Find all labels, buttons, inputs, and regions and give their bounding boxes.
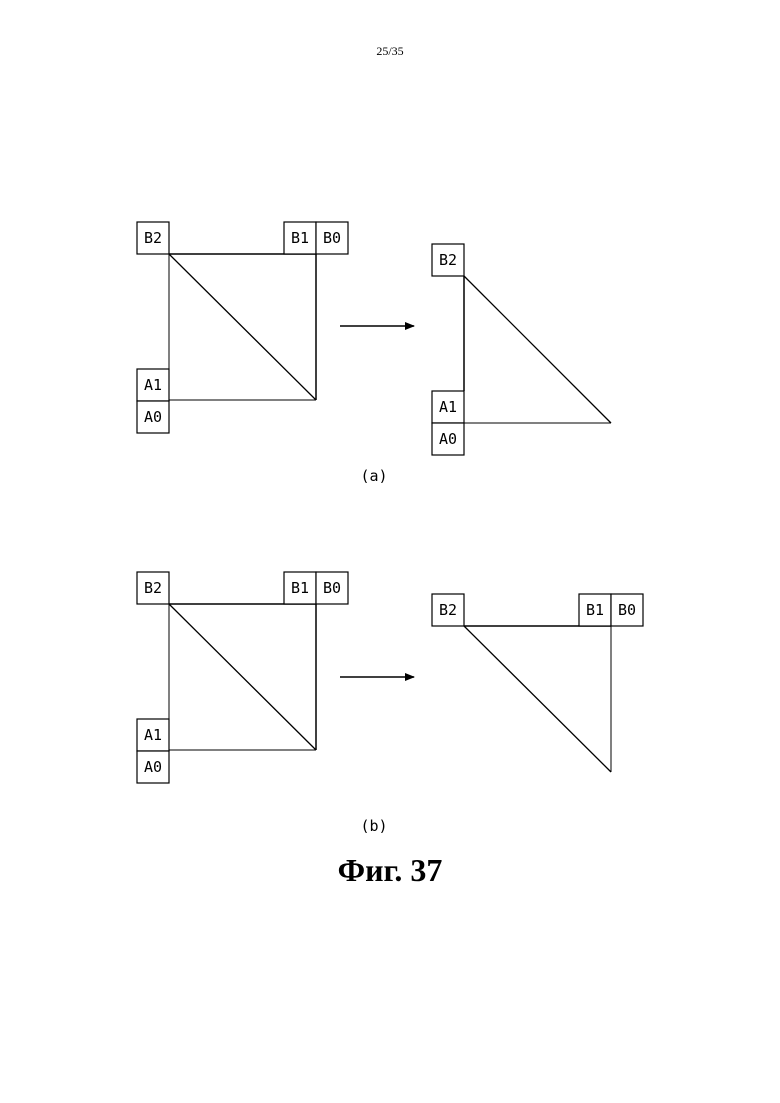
diagram-b-right: B2 B1 B0 [432, 594, 643, 772]
svg-text:B1: B1 [291, 579, 309, 597]
svg-text:A0: A0 [144, 758, 162, 776]
block-b2: B2 [432, 594, 464, 626]
caption-a: (a) [360, 467, 387, 485]
diagram-a-right: B2 A1 A0 [432, 244, 611, 455]
diagram-a-left: B2 B1 B0 A1 A0 [137, 222, 348, 433]
svg-text:B2: B2 [144, 579, 162, 597]
block-a0: A0 [137, 401, 169, 433]
diagram-b-left: B2 B1 B0 A1 A0 [137, 572, 348, 783]
block-a0: A0 [432, 423, 464, 455]
block-b1: B1 [284, 572, 316, 604]
block-b2: B2 [432, 244, 464, 276]
svg-text:B2: B2 [439, 601, 457, 619]
svg-text:B0: B0 [323, 229, 341, 247]
block-b0: B0 [316, 572, 348, 604]
svg-text:B1: B1 [291, 229, 309, 247]
block-a1: A1 [137, 719, 169, 751]
block-a1: A1 [137, 369, 169, 401]
svg-text:B0: B0 [323, 579, 341, 597]
block-b1: B1 [579, 594, 611, 626]
caption-b: (b) [360, 817, 387, 835]
block-b0: B0 [316, 222, 348, 254]
svg-text:B1: B1 [586, 601, 604, 619]
svg-text:B2: B2 [439, 251, 457, 269]
figure-title: Фиг. 37 [0, 852, 780, 889]
svg-text:A1: A1 [439, 398, 457, 416]
svg-text:B0: B0 [618, 601, 636, 619]
svg-text:A0: A0 [144, 408, 162, 426]
block-b1: B1 [284, 222, 316, 254]
svg-text:A0: A0 [439, 430, 457, 448]
block-b2: B2 [137, 222, 169, 254]
block-a1: A1 [432, 391, 464, 423]
svg-text:A1: A1 [144, 726, 162, 744]
block-b0: B0 [611, 594, 643, 626]
block-a0: A0 [137, 751, 169, 783]
block-b2: B2 [137, 572, 169, 604]
svg-text:B2: B2 [144, 229, 162, 247]
svg-text:A1: A1 [144, 376, 162, 394]
